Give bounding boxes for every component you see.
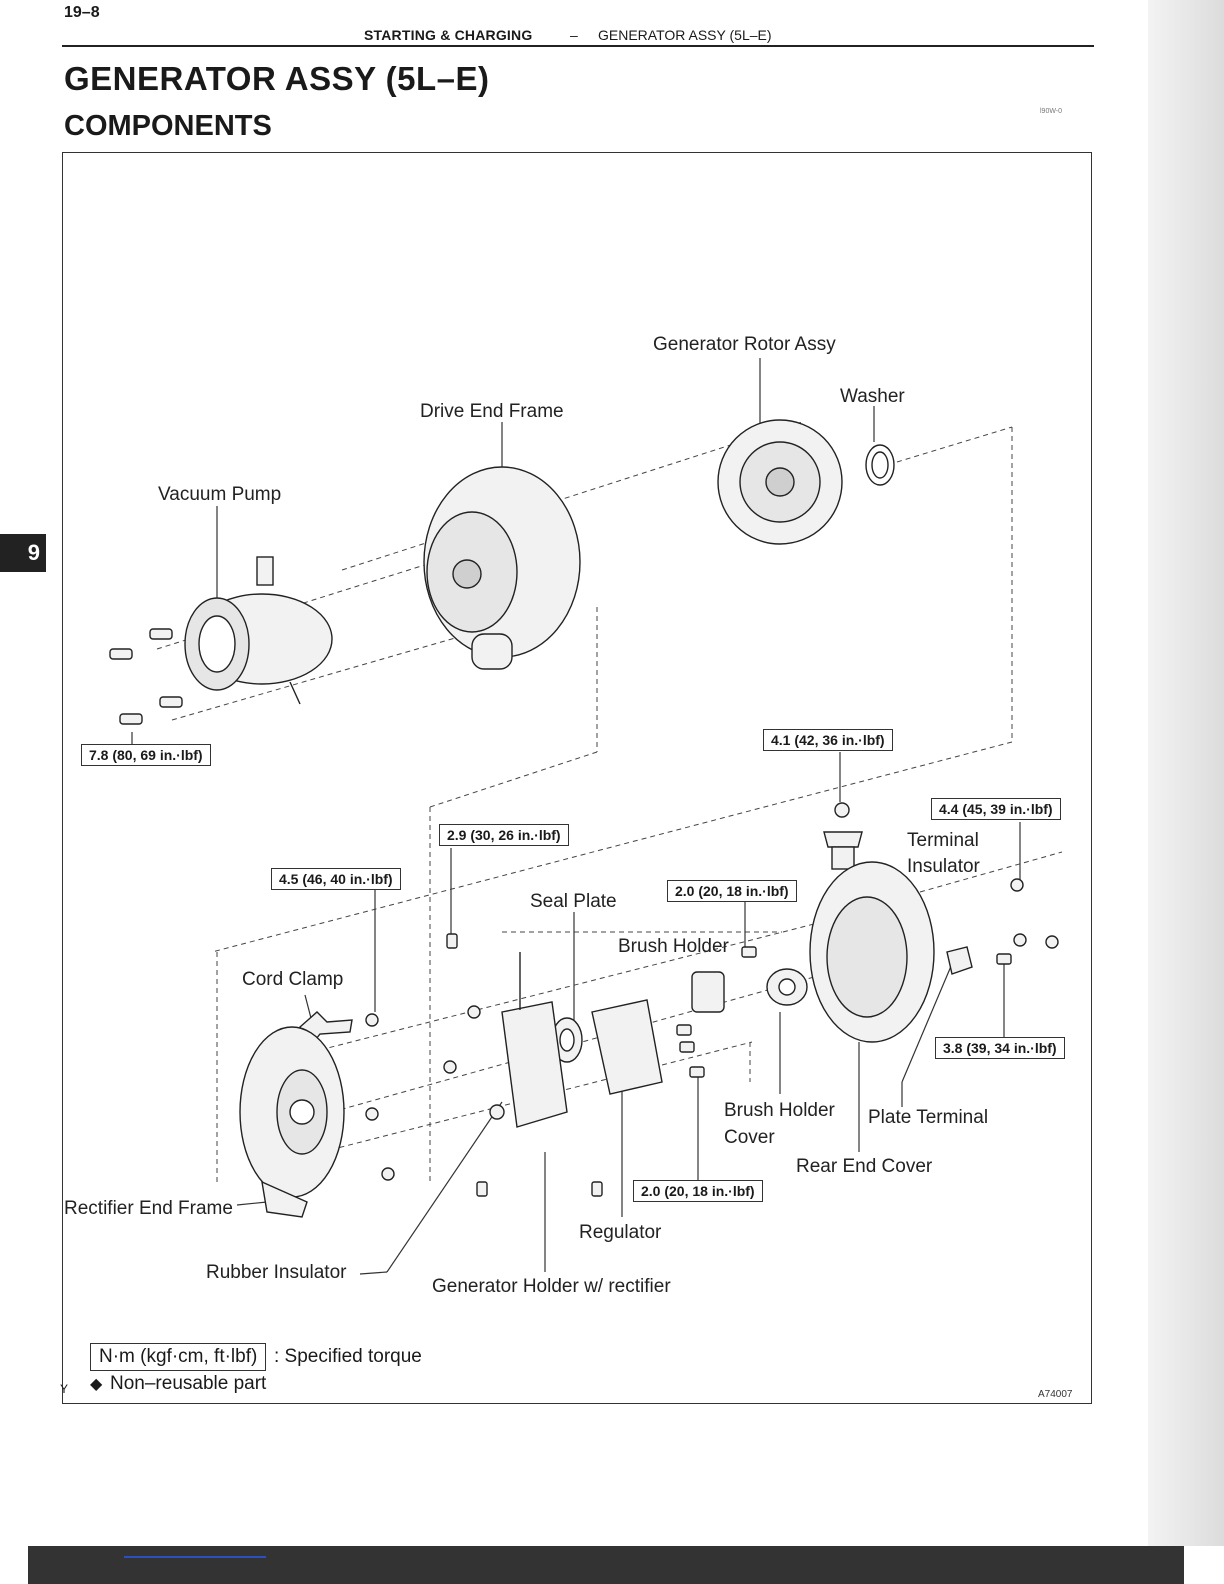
header-section: STARTING & CHARGING (364, 27, 533, 43)
legend-unit-text: : Specified torque (274, 1346, 422, 1367)
part-drawings (109, 419, 1059, 1218)
legend-unit-box: N·m (kgf·cm, ft·lbf) (90, 1343, 267, 1371)
assembly-dashed-lines (156, 421, 1063, 1182)
label-brush-holder-cover-line2: Cover (724, 1127, 775, 1148)
generator-holder-drawing (501, 952, 568, 1128)
bolt-drawings (109, 628, 183, 725)
figure-code: A74007 (1038, 1389, 1073, 1400)
regulator-drawing (591, 999, 663, 1095)
rear-end-cover-drawing (809, 861, 935, 1043)
section-tab-marker: 9 (0, 534, 46, 572)
torque-terminal-nut: 4.1 (42, 36 in.·lbf) (763, 729, 893, 751)
bottom-scan-band (28, 1546, 1184, 1584)
label-generator-holder: Generator Holder w/ rectifier (432, 1276, 671, 1297)
label-vacuum-pump: Vacuum Pump (158, 484, 282, 505)
header-topic: GENERATOR ASSY (5L–E) (598, 27, 772, 43)
label-drive-end-frame: Drive End Frame (420, 401, 564, 422)
torque-cord-clamp-nut: 4.5 (46, 40 in.·lbf) (271, 868, 401, 890)
label-plate-terminal: Plate Terminal (868, 1107, 989, 1128)
label-rubber-insulator: Rubber Insulator (206, 1262, 347, 1283)
label-rectifier-end-frame: Rectifier End Frame (64, 1198, 233, 1219)
label-seal-plate: Seal Plate (530, 891, 617, 912)
components-diagram (109, 358, 1063, 1275)
plate-terminal-drawing (946, 946, 973, 975)
label-regulator: Regulator (579, 1222, 662, 1243)
torque-rear-cover-nut: 4.4 (45, 39 in.·lbf) (931, 798, 1061, 820)
rotor-drawing (717, 419, 843, 545)
header-rule (62, 45, 1094, 47)
vacuum-pump-drawing (184, 556, 333, 705)
header-separator: – (570, 27, 578, 43)
torque-vacuum-pump-bolts: 7.8 (80, 69 in.·lbf) (81, 744, 211, 766)
legend-non-reusable: Non–reusable part (110, 1373, 267, 1394)
label-terminal-insulator-line2: Insulator (907, 856, 980, 877)
page-title: GENERATOR ASSY (5L–E) (64, 60, 490, 97)
diagram-frame (62, 152, 1092, 1404)
label-washer: Washer (840, 386, 905, 407)
page-subtitle: COMPONENTS (64, 110, 272, 142)
brush-holder-cover-drawing (766, 968, 808, 1006)
page-number: 19–8 (64, 4, 100, 21)
drive-end-frame-drawing (423, 466, 581, 670)
label-brush-holder-cover-line1: Brush Holder (724, 1100, 835, 1121)
label-terminal-insulator-line1: Terminal (907, 830, 979, 851)
label-cord-clamp: Cord Clamp (242, 969, 344, 990)
label-generator-rotor-assy: Generator Rotor Assy (653, 334, 836, 355)
small-screw-drawings (446, 933, 1012, 1197)
torque-regulator-screw: 2.0 (20, 18 in.·lbf) (633, 1180, 763, 1202)
non-reusable-diamond-icon: ◆ (90, 1376, 103, 1393)
brush-holder-drawing (691, 971, 725, 1013)
small-nut-drawings (365, 878, 1059, 1181)
bottom-accent-line (124, 1556, 266, 1558)
corner-mark: Y (60, 1382, 69, 1396)
rectifier-end-frame-drawing (239, 1026, 345, 1218)
torque-holder-screw: 2.9 (30, 26 in.·lbf) (439, 824, 569, 846)
label-rear-end-cover: Rear End Cover (796, 1156, 933, 1177)
label-brush-holder: Brush Holder (618, 936, 729, 957)
washer-drawing (865, 444, 895, 486)
reference-code: l90W-0 (1040, 108, 1063, 115)
terminal-insulator-drawing (823, 802, 863, 870)
torque-plate-terminal-nut: 3.8 (39, 34 in.·lbf) (935, 1037, 1065, 1059)
page-edge-shadow (1148, 0, 1224, 1546)
torque-brush-holder-screw: 2.0 (20, 18 in.·lbf) (667, 880, 797, 902)
